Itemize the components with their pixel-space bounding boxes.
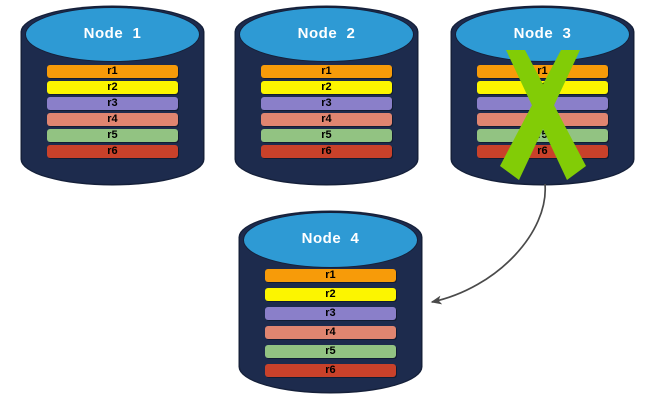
node-4-rows: r1 r2 r3 r4 r5 r6 [265,269,396,377]
node-1-row-r3[interactable]: r3 [47,97,178,110]
node-4[interactable]: Node 4 r1 r2 r3 r4 r5 r6 [240,212,421,392]
node-1-title: Node 1 [83,24,142,42]
node-4-title: Node 4 [301,230,360,247]
node-4-row-r5[interactable]: r5 [265,345,396,358]
node-4-row-r4[interactable]: r4 [265,326,396,339]
node-3-row-r6[interactable]: r6 [477,145,608,158]
node-2-rows: r1 r2 r3 r4 r5 r6 [261,65,392,158]
node-2-cylinder-top [238,7,415,62]
node-2-row-r5[interactable]: r5 [261,129,392,142]
node-1-row-r4[interactable]: r4 [47,113,178,126]
node-4-row-r1[interactable]: r1 [265,269,396,282]
node-2-row-r1[interactable]: r1 [261,65,392,78]
node-1-row-r1[interactable]: r1 [47,65,178,78]
node-2-row-r3[interactable]: r3 [261,97,392,110]
node-3-row-r3[interactable]: r3 [477,97,608,110]
node-3-row-r1[interactable]: r1 [477,65,608,78]
node-3-title: Node 3 [513,24,572,42]
node-2-title: Node 2 [297,24,356,42]
node-2-row-r4[interactable]: r4 [261,113,392,126]
replication-arrow-path [430,183,546,305]
node-1-cylinder-top [24,7,201,62]
node-1-row-r5[interactable]: r5 [47,129,178,142]
node-4-cylinder-top [242,212,419,268]
node-2-row-r6[interactable]: r6 [261,145,392,158]
node-4-row-r6[interactable]: r6 [265,364,396,377]
node-1-row-r6[interactable]: r6 [47,145,178,158]
node-3-row-r5[interactable]: r5 [477,129,608,142]
node-3[interactable]: Node 3 r1 r2 r3 r4 r5 r6 [452,7,633,184]
node-2-row-r2[interactable]: r2 [261,81,392,94]
node-3-rows: r1 r2 r3 r4 r5 r6 [477,65,608,158]
node-2[interactable]: Node 2 r1 r2 r3 r4 r5 r6 [236,7,417,184]
node-1-row-r2[interactable]: r2 [47,81,178,94]
node-4-row-r3[interactable]: r3 [265,307,396,320]
node-1[interactable]: Node 1 r1 r2 r3 r4 r5 r6 [22,7,203,184]
node-3-row-r2[interactable]: r2 [477,81,608,94]
node-1-rows: r1 r2 r3 r4 r5 r6 [47,65,178,158]
node-3-row-r4[interactable]: r4 [477,113,608,126]
node-4-row-r2[interactable]: r2 [265,288,396,301]
